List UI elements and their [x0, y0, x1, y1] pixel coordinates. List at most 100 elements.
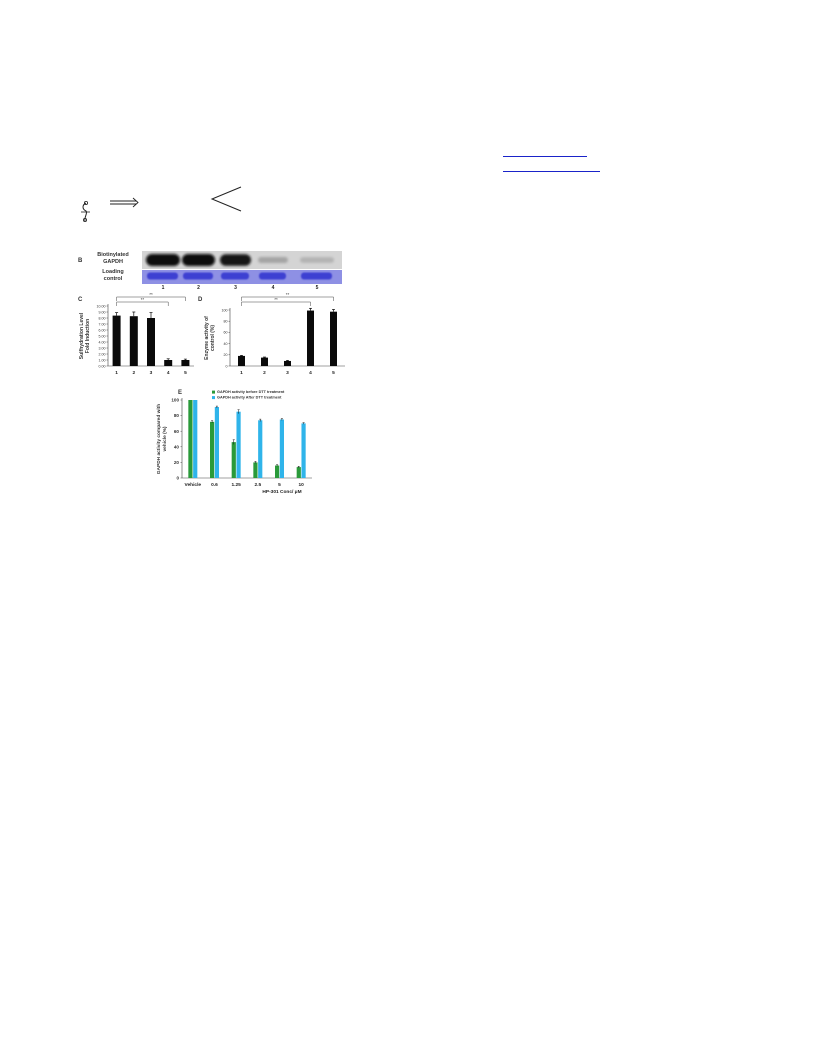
x-tick-label: 1 [115, 370, 118, 376]
x-tick-label: 1.25 [231, 482, 241, 488]
y-tick-label: 100 [171, 398, 179, 403]
y-tick-label: 0 [176, 476, 179, 481]
significance-bracket-outer [116, 296, 186, 301]
significance-bracket-inner-label: ** [141, 297, 145, 302]
y-tick-label: 40 [224, 342, 228, 346]
y-tick-label: 3.00 [99, 346, 106, 350]
bar [275, 465, 280, 478]
hyperlink-underline-2[interactable] [503, 171, 600, 172]
x-tick-label: 2 [263, 370, 266, 376]
y-tick-label: 40 [174, 444, 180, 449]
y-tick-label: 20 [224, 353, 228, 357]
biotin-band [300, 257, 334, 263]
legend-swatch [212, 396, 215, 400]
x-tick-label: 2.5 [254, 482, 261, 488]
bar [231, 442, 236, 478]
panel-label-d: D [198, 297, 203, 303]
loading-band [183, 272, 213, 280]
y-tick-label: 4.00 [99, 340, 106, 344]
bar [210, 421, 215, 478]
reaction-arrow [110, 197, 139, 208]
biotin-band [220, 254, 251, 266]
x-tick-label: 5 [184, 370, 187, 376]
bar [181, 360, 190, 366]
x-tick-label: Vehicle [185, 482, 202, 488]
x-tick-label: 10 [298, 482, 304, 488]
bar [296, 467, 301, 478]
bar [236, 411, 241, 478]
loading-band [221, 272, 249, 280]
y-axis-label: Enzyme activity of [204, 316, 210, 360]
x-tick-label: 3 [150, 370, 153, 376]
bar [164, 360, 173, 366]
biotin-band [182, 254, 215, 266]
scheme-atom-bottom [83, 218, 88, 223]
panel-label-c: C [78, 297, 83, 303]
y-tick-label: 60 [224, 331, 228, 335]
x-axis-label: HP-301 Conc/ μM [262, 489, 301, 495]
y-tick-label: 60 [174, 429, 180, 434]
y-tick-label: 80 [174, 413, 180, 418]
panel-label-e: E [178, 390, 183, 396]
bar [188, 400, 193, 478]
x-tick-label: 0.6 [211, 482, 218, 488]
gel-lane-number: 3 [234, 285, 237, 291]
gel-lane-number: 4 [271, 285, 275, 291]
bar [307, 310, 314, 366]
y-tick-label: 2.00 [99, 352, 106, 356]
y-axis-label: Sulfhydration Level [79, 312, 85, 359]
y-axis-label: control (%) [210, 325, 216, 351]
loading-bands [147, 272, 332, 280]
significance-bracket-outer-label: ** [286, 292, 290, 297]
loading-band [259, 272, 286, 280]
y-tick-label: 6.00 [99, 328, 106, 332]
gel-row2-label: Loading control [102, 269, 124, 282]
bar [330, 311, 337, 366]
y-axis-label: vehicle (%) [162, 426, 168, 451]
bar [279, 419, 284, 478]
significance-bracket-inner [241, 301, 311, 306]
x-tick-label: 4 [167, 370, 170, 376]
y-tick-label: 7.00 [99, 322, 106, 326]
y-tick-label: 80 [224, 320, 228, 324]
scheme-bracket [82, 202, 88, 222]
legend-label: GAPDH activity before DTT treatment [217, 390, 285, 394]
gel-row1-label: Biotinylated GAPDH [97, 252, 129, 265]
legend-swatch [212, 390, 215, 394]
western-blot-gel [142, 251, 342, 284]
biotin-band [258, 257, 288, 263]
scheme-atom-top [84, 200, 89, 205]
bar [129, 316, 138, 366]
significance-bracket-outer-label: ** [149, 292, 153, 297]
x-tick-label: 2 [132, 370, 135, 376]
legend-label: GAPDH activity After DTT treatment [217, 396, 282, 400]
gel-lane-number: 2 [197, 285, 200, 291]
significance-bracket-inner-label: ** [274, 297, 278, 302]
chevron-fork-icon [210, 186, 242, 212]
x-tick-label: 3 [286, 370, 289, 376]
x-tick-label: 1 [240, 370, 243, 376]
panel-label-b: B [78, 258, 83, 264]
bar [193, 400, 198, 478]
bar [214, 407, 219, 478]
loading-band [301, 272, 332, 280]
y-tick-label: 0 [226, 364, 228, 368]
y-tick-label: 0.00 [99, 364, 106, 368]
hyperlink-underline-1[interactable] [503, 156, 587, 157]
x-tick-label: 4 [309, 370, 312, 376]
y-tick-label: 20 [174, 460, 180, 465]
bar [112, 315, 121, 366]
bar [238, 355, 245, 366]
y-axis-label: Fold Induction [85, 319, 91, 353]
chart-e-gapdh-dtt: GAPDH activity before DTT treatmentGAPDH… [156, 390, 312, 495]
bar [253, 462, 258, 478]
bar [284, 360, 291, 366]
y-tick-label: 1.00 [99, 358, 106, 362]
y-tick-label: 100 [222, 308, 228, 312]
x-tick-label: 5 [278, 482, 281, 488]
reaction-scheme [81, 186, 242, 223]
y-tick-label: 8.00 [99, 316, 106, 320]
bar [258, 420, 263, 478]
significance-bracket-inner [116, 301, 169, 306]
